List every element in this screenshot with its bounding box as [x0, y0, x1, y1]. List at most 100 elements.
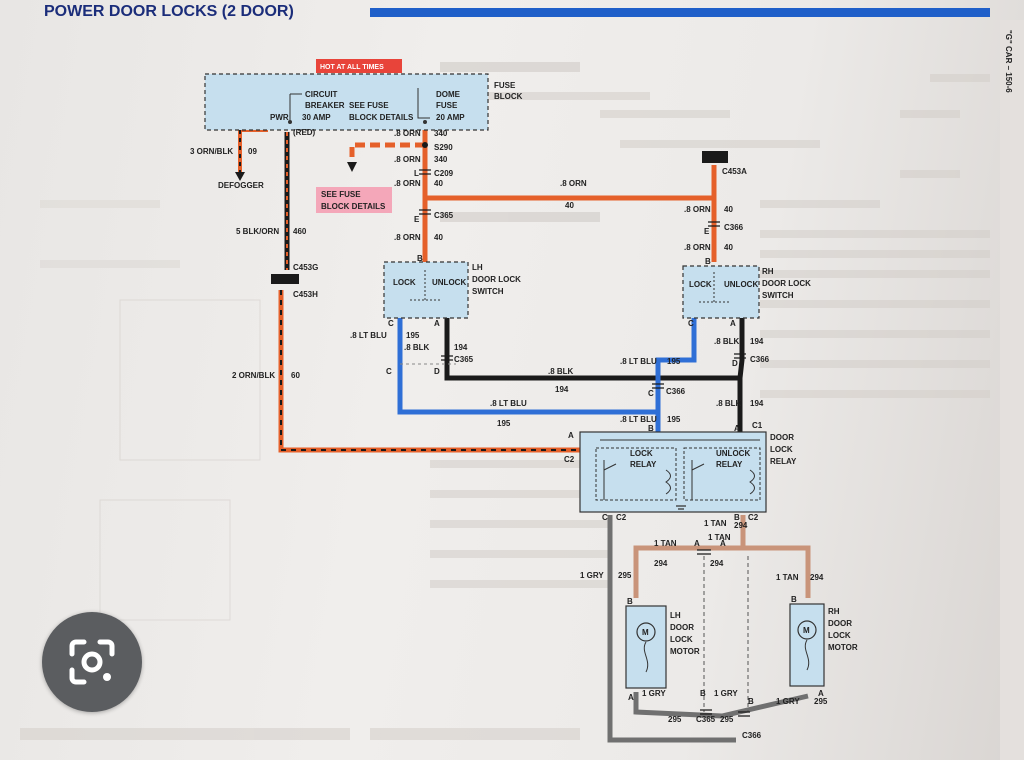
rh-motor-icon	[797, 620, 817, 640]
rh-door-lock-motor	[789, 603, 825, 687]
svg-text:C: C	[388, 319, 394, 328]
svg-text:C2: C2	[564, 455, 575, 464]
svg-text:LOCK: LOCK	[393, 278, 416, 287]
svg-text:DOOR LOCK: DOOR LOCK	[472, 275, 521, 284]
svg-text:.8 BLK: .8 BLK	[404, 343, 430, 352]
svg-text:RELAY: RELAY	[630, 460, 657, 469]
svg-text:.8 ORN: .8 ORN	[684, 243, 711, 252]
svg-text:C2: C2	[616, 513, 627, 522]
defogger-arrow	[235, 172, 245, 181]
svg-text:295: 295	[618, 571, 632, 580]
google-lens-icon	[69, 639, 115, 685]
svg-text:1 GRY: 1 GRY	[714, 689, 738, 698]
svg-text:40: 40	[724, 205, 733, 214]
svg-text:C2: C2	[748, 513, 759, 522]
svg-text:C453G: C453G	[293, 263, 318, 272]
svg-text:.8 ORN: .8 ORN	[394, 233, 421, 242]
svg-text:C1: C1	[752, 421, 763, 430]
svg-text:C366: C366	[750, 355, 770, 364]
svg-text:B: B	[627, 597, 633, 606]
svg-text:60: 60	[291, 371, 300, 380]
svg-text:A: A	[694, 539, 700, 548]
wire-blk-194	[444, 318, 743, 432]
svg-text:1 TAN: 1 TAN	[708, 533, 731, 542]
svg-text:195: 195	[497, 419, 511, 428]
svg-text:.8 ORN: .8 ORN	[684, 205, 711, 214]
svg-text:BLOCK: BLOCK	[494, 92, 523, 101]
svg-text:C366: C366	[724, 223, 744, 232]
svg-text:.8 LT BLU: .8 LT BLU	[490, 399, 527, 408]
svg-text:C366: C366	[742, 731, 762, 740]
svg-text:1 GRY: 1 GRY	[580, 571, 604, 580]
svg-text:C: C	[386, 367, 392, 376]
see-fuse-arrow	[347, 162, 357, 172]
svg-text:B: B	[734, 513, 740, 522]
svg-text:LOCK: LOCK	[770, 445, 793, 454]
svg-text:294: 294	[710, 559, 724, 568]
svg-text:RELAY: RELAY	[716, 460, 743, 469]
google-lens-button[interactable]	[42, 612, 142, 712]
svg-text:C365: C365	[454, 355, 474, 364]
svg-text:UNLOCK: UNLOCK	[724, 280, 758, 289]
svg-text:D: D	[732, 359, 738, 368]
svg-text:1 GRY: 1 GRY	[776, 697, 800, 706]
svg-text:S290: S290	[434, 143, 453, 152]
svg-text:BLOCK DETAILS: BLOCK DETAILS	[321, 202, 386, 211]
svg-text:5 BLK/ORN: 5 BLK/ORN	[236, 227, 279, 236]
wire-gry-295-motors	[633, 692, 809, 719]
svg-text:B: B	[700, 689, 706, 698]
svg-text:SWITCH: SWITCH	[472, 287, 504, 296]
svg-text:DOME: DOME	[436, 90, 461, 99]
fuse-block	[204, 73, 489, 131]
wire-lt-blu-195	[397, 318, 661, 432]
svg-text:D: D	[434, 367, 440, 376]
svg-text:195: 195	[667, 415, 681, 424]
svg-text:3 ORN/BLK: 3 ORN/BLK	[190, 147, 233, 156]
svg-text:.8 BLK: .8 BLK	[548, 367, 574, 376]
side-tab-label: "G" CAR – 150-6	[1004, 30, 1013, 93]
svg-text:UNLOCK: UNLOCK	[432, 278, 466, 287]
svg-text:B: B	[791, 595, 797, 604]
svg-text:CIRCUIT: CIRCUIT	[305, 90, 338, 99]
svg-text:.8 ORN: .8 ORN	[394, 129, 421, 138]
lh-door-lock-switch	[383, 261, 469, 319]
svg-text:LOCK: LOCK	[828, 631, 851, 640]
svg-text:194: 194	[750, 337, 764, 346]
side-tab	[1000, 20, 1024, 760]
svg-text:C453A: C453A	[722, 167, 747, 176]
svg-text:C209: C209	[434, 169, 454, 178]
svg-text:DOOR: DOOR	[828, 619, 852, 628]
svg-text:294: 294	[810, 573, 824, 582]
svg-text:295: 295	[814, 697, 828, 706]
svg-text:FUSE: FUSE	[436, 101, 458, 110]
svg-text:DOOR: DOOR	[770, 433, 794, 442]
svg-text:SEE FUSE: SEE FUSE	[321, 190, 361, 199]
svg-text:BLOCK DETAILS: BLOCK DETAILS	[349, 113, 414, 122]
svg-text:HOT AT ALL TIMES: HOT AT ALL TIMES	[320, 64, 384, 71]
wire-gry-295	[607, 515, 736, 743]
svg-text:A: A	[720, 539, 726, 548]
svg-text:LH: LH	[670, 611, 681, 620]
svg-text:SWITCH: SWITCH	[762, 291, 794, 300]
svg-text:1 TAN: 1 TAN	[776, 573, 799, 582]
title-bar	[370, 8, 990, 17]
svg-text:340: 340	[434, 155, 448, 164]
svg-text:194: 194	[454, 343, 468, 352]
svg-text:RELAY: RELAY	[770, 457, 797, 466]
diagram-title: POWER DOOR LOCKS (2 DOOR)	[44, 3, 294, 20]
svg-text:195: 195	[667, 357, 681, 366]
svg-text:40: 40	[434, 233, 443, 242]
svg-text:1 TAN: 1 TAN	[704, 519, 727, 528]
svg-text:20 AMP: 20 AMP	[436, 113, 465, 122]
svg-text:E: E	[414, 215, 420, 224]
connector-c453	[271, 274, 299, 284]
svg-text:09: 09	[248, 147, 257, 156]
wire-blk-194-rh	[737, 318, 745, 379]
svg-text:A: A	[568, 431, 574, 440]
svg-text:B: B	[648, 424, 654, 433]
svg-text:A: A	[818, 689, 824, 698]
lh-door-lock-motor	[625, 605, 667, 689]
svg-text:DOOR: DOOR	[670, 623, 694, 632]
svg-text:40: 40	[565, 201, 574, 210]
svg-text:.8 ORN: .8 ORN	[394, 179, 421, 188]
